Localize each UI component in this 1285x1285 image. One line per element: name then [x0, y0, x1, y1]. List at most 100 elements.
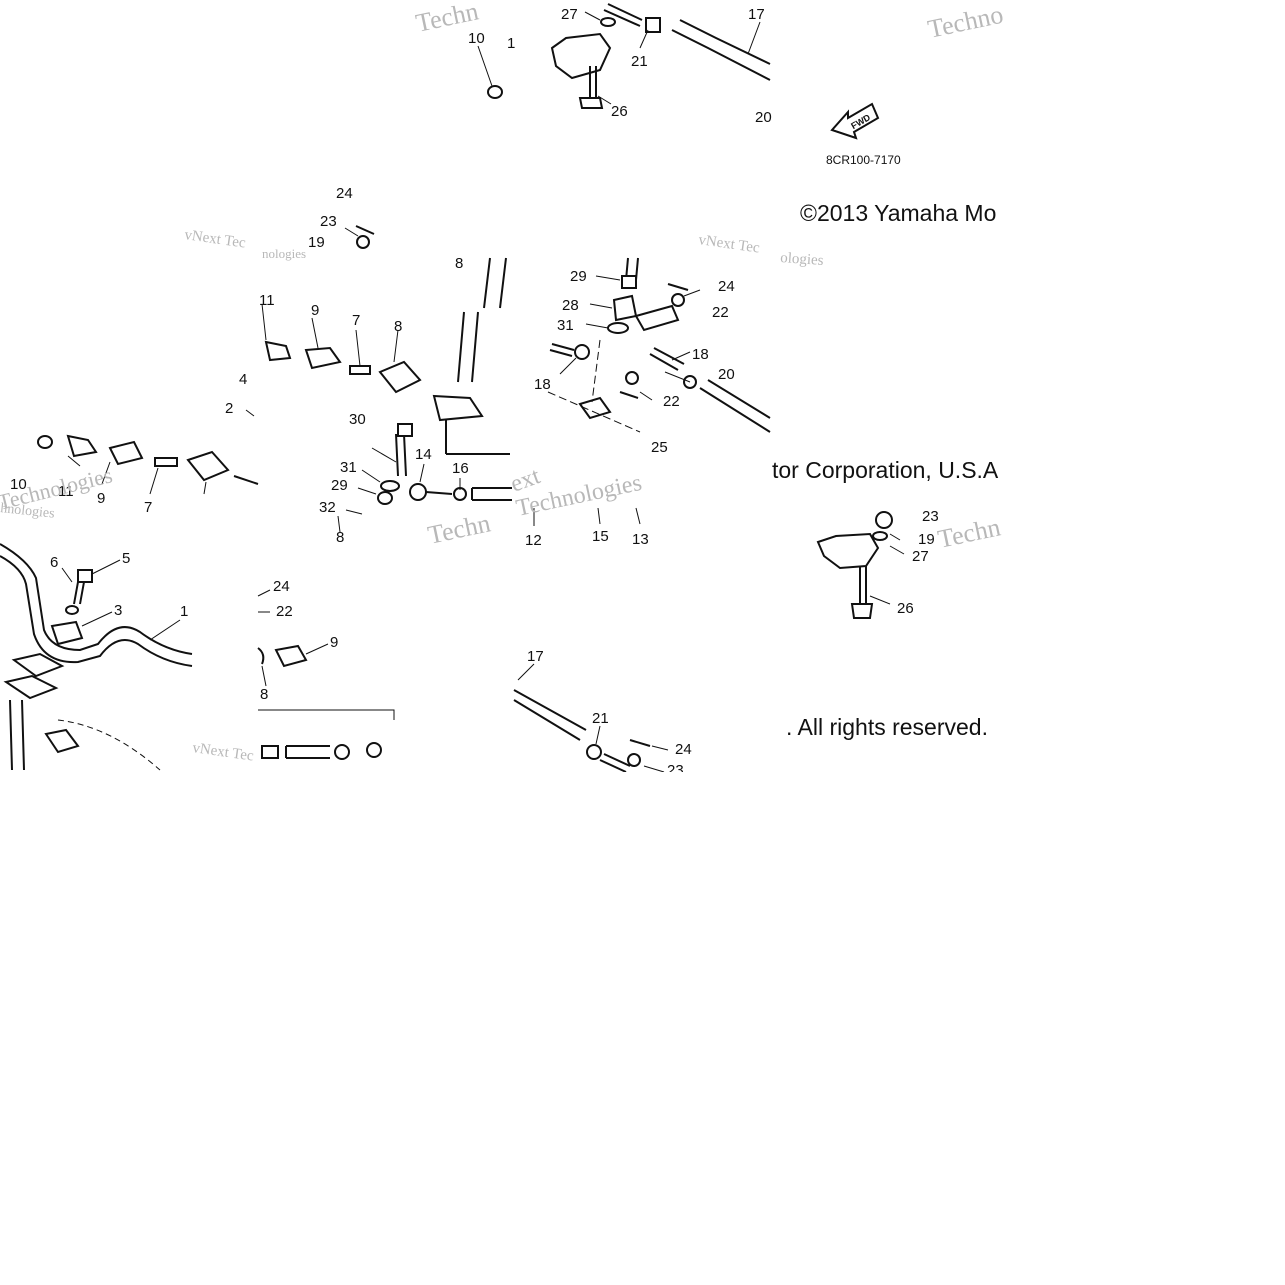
callout-24: 24	[336, 185, 353, 202]
pin-7-left	[154, 457, 178, 467]
column-shaft-lower	[457, 311, 479, 383]
callout-8c: 8	[336, 529, 344, 546]
callout-26: 26	[611, 103, 628, 120]
callout-6: 6	[50, 554, 58, 571]
callout-17b: 17	[527, 648, 544, 665]
callout-12: 12	[525, 532, 542, 549]
callout-32: 32	[319, 499, 336, 516]
bolt-30-head	[397, 423, 413, 437]
rod-end	[603, 3, 643, 27]
leaders-top	[477, 11, 761, 105]
stud-26	[589, 66, 597, 100]
tile-bottom-right	[513, 663, 669, 773]
rod-end-14	[409, 483, 427, 501]
arc-8	[257, 647, 265, 665]
callout-22: 22	[712, 304, 729, 321]
watermark: vNext Tec	[183, 227, 247, 251]
ball-23	[875, 511, 893, 529]
callout-23b: 23	[922, 508, 939, 525]
leaders-left	[67, 455, 641, 526]
callout-17: 17	[748, 6, 765, 23]
tube-20	[699, 379, 771, 433]
callout-3: 3	[114, 602, 122, 619]
callout-27: 27	[561, 6, 578, 23]
callout-20: 20	[755, 109, 772, 126]
nut-26	[578, 97, 604, 109]
callout-8d: 8	[260, 686, 268, 703]
tile-middle	[245, 225, 771, 533]
callout-5: 5	[122, 550, 130, 567]
tile-left	[37, 434, 641, 526]
rod-end-bottom	[366, 742, 382, 758]
outline-dash	[258, 709, 395, 720]
bushing-28	[612, 294, 638, 322]
nut-10-left	[37, 435, 53, 449]
leaders-bottom-right	[517, 663, 669, 773]
callout-11: 11	[259, 292, 275, 309]
callout-2: 2	[225, 400, 233, 417]
washer-19	[872, 531, 888, 541]
arm-outline	[445, 420, 510, 455]
rod-end-14-stem	[425, 491, 453, 495]
nut-26-right	[850, 603, 874, 619]
watermark: vNext Tec	[697, 232, 761, 256]
tile-bottom-middle	[257, 589, 395, 760]
handlebar-1	[0, 543, 193, 667]
washer-6	[65, 605, 79, 615]
tile-right	[816, 511, 905, 619]
callout-18b: 18	[534, 376, 551, 393]
leaders-bottom-left	[61, 559, 181, 641]
watermark: Techno	[925, 0, 1006, 44]
rod-end-18	[549, 343, 575, 357]
plate-9-bottom	[274, 644, 308, 668]
cotter-24-right	[667, 283, 689, 291]
callout-16: 16	[452, 460, 469, 477]
copyright-line-3: . All rights reserved.	[786, 714, 988, 740]
callout-28: 28	[562, 297, 579, 314]
callout-4: 4	[239, 371, 247, 388]
callout-7: 7	[352, 312, 360, 329]
callout-14: 14	[415, 446, 432, 463]
nut-22-right	[671, 293, 685, 307]
tube-16	[471, 487, 514, 501]
nut-23	[356, 235, 370, 249]
centerline	[547, 339, 641, 433]
collar-bottom	[261, 745, 279, 759]
rod-end-18-ball	[574, 344, 590, 360]
cotter-24	[355, 225, 375, 235]
rod-end-bottom-right	[599, 753, 631, 773]
stud-26-right	[859, 566, 867, 604]
callout-18: 18	[692, 346, 709, 363]
callout-9b: 9	[97, 490, 105, 507]
callout-8: 8	[455, 255, 463, 272]
holder-left	[264, 340, 292, 362]
callout-10: 10	[468, 30, 485, 47]
callout-22b: 22	[663, 393, 680, 410]
callout-8b: 8	[394, 318, 402, 335]
callout-24b: 24	[718, 278, 735, 295]
callout-1: 1	[507, 35, 515, 52]
callout-31: 31	[557, 317, 574, 334]
pitman-arm-bracket	[550, 32, 612, 80]
callout-9: 9	[311, 302, 319, 319]
callout-24d: 24	[675, 741, 692, 758]
fwd-arrow-icon	[830, 102, 880, 140]
bolt-5	[73, 581, 85, 605]
callout-13: 13	[632, 531, 649, 548]
callout-11b: 11	[58, 483, 74, 500]
callout-22c: 22	[276, 603, 293, 620]
holder-bottom	[44, 728, 80, 754]
bolt-5-head	[77, 569, 93, 583]
knuckle-cap	[578, 396, 612, 420]
tile-top	[477, 0, 880, 140]
callout-19b: 19	[918, 531, 935, 548]
callout-21b: 21	[592, 710, 609, 727]
watermark: hnologies	[0, 501, 55, 522]
callout-21: 21	[631, 53, 648, 70]
collar-29-right	[621, 275, 637, 289]
callout-10b: 10	[10, 476, 27, 493]
washer-31-right	[607, 322, 629, 334]
callout-7b: 7	[144, 499, 152, 516]
collar-29	[377, 491, 393, 505]
